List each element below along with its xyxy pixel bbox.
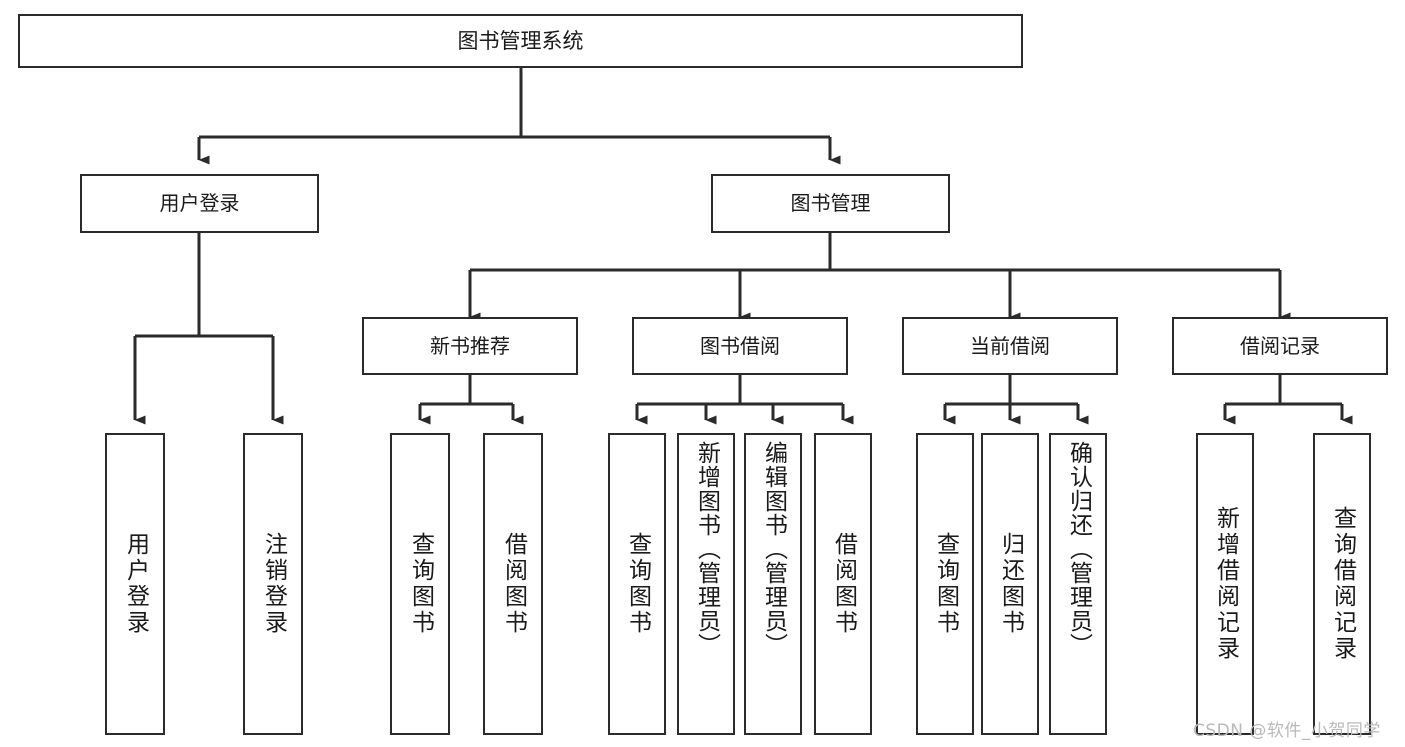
- node-new-book-rec[interactable]: 新书推荐: [362, 317, 578, 375]
- node-leaf-query-book-1[interactable]: 查询图书: [390, 433, 450, 735]
- node-current-borrow[interactable]: 当前借阅: [902, 317, 1118, 375]
- node-borrow-record[interactable]: 借阅记录: [1172, 317, 1388, 375]
- node-leaf-confirm-return[interactable]: 确认归还（管理员）: [1049, 433, 1107, 735]
- node-leaf-query-book-2[interactable]: 查询图书: [608, 433, 666, 735]
- node-leaf-borrow-book-1-label: 借阅图书: [500, 532, 527, 636]
- node-leaf-edit-book-label: 编辑图书（管理员）: [760, 441, 787, 657]
- node-borrow-record-label: 借阅记录: [1240, 333, 1320, 358]
- node-leaf-user-login-label: 用户登录: [122, 532, 149, 636]
- node-leaf-borrow-book-2-label: 借阅图书: [830, 532, 857, 636]
- node-leaf-query-book-2-label: 查询图书: [624, 532, 651, 636]
- node-user-login-label: 用户登录: [159, 191, 240, 215]
- node-leaf-add-record[interactable]: 新增借阅记录: [1196, 433, 1254, 735]
- node-leaf-return-book-label: 归还图书: [997, 532, 1024, 636]
- node-leaf-borrow-book-1[interactable]: 借阅图书: [483, 433, 543, 735]
- node-leaf-query-record[interactable]: 查询借阅记录: [1313, 433, 1371, 735]
- node-leaf-add-book-label: 新增图书（管理员）: [693, 441, 720, 657]
- node-leaf-edit-book[interactable]: 编辑图书（管理员）: [744, 433, 802, 735]
- node-leaf-add-record-label: 新增借阅记录: [1212, 506, 1239, 662]
- node-book-borrow-label: 图书借阅: [700, 333, 780, 358]
- node-leaf-logout-label: 注销登录: [260, 532, 287, 636]
- node-leaf-query-book-1-label: 查询图书: [407, 532, 434, 636]
- node-user-login[interactable]: 用户登录: [80, 174, 319, 233]
- node-leaf-logout[interactable]: 注销登录: [243, 433, 303, 735]
- node-new-book-rec-label: 新书推荐: [430, 333, 510, 358]
- node-root-label: 图书管理系统: [457, 28, 584, 53]
- node-leaf-query-book-3-label: 查询图书: [932, 532, 959, 636]
- node-leaf-borrow-book-2[interactable]: 借阅图书: [814, 433, 872, 735]
- csdn-watermark: CSDN @软件_小贺同学: [1193, 721, 1381, 741]
- node-leaf-return-book[interactable]: 归还图书: [981, 433, 1039, 735]
- node-root[interactable]: 图书管理系统: [18, 14, 1023, 68]
- node-book-borrow[interactable]: 图书借阅: [632, 317, 848, 375]
- node-leaf-confirm-return-label: 确认归还（管理员）: [1065, 441, 1092, 657]
- node-book-manage[interactable]: 图书管理: [711, 174, 950, 233]
- node-leaf-query-book-3[interactable]: 查询图书: [916, 433, 974, 735]
- node-leaf-user-login[interactable]: 用户登录: [105, 433, 165, 735]
- node-leaf-query-record-label: 查询借阅记录: [1329, 506, 1356, 662]
- node-leaf-add-book[interactable]: 新增图书（管理员）: [677, 433, 735, 735]
- node-current-borrow-label: 当前借阅: [970, 333, 1050, 358]
- node-book-manage-label: 图书管理: [790, 191, 871, 215]
